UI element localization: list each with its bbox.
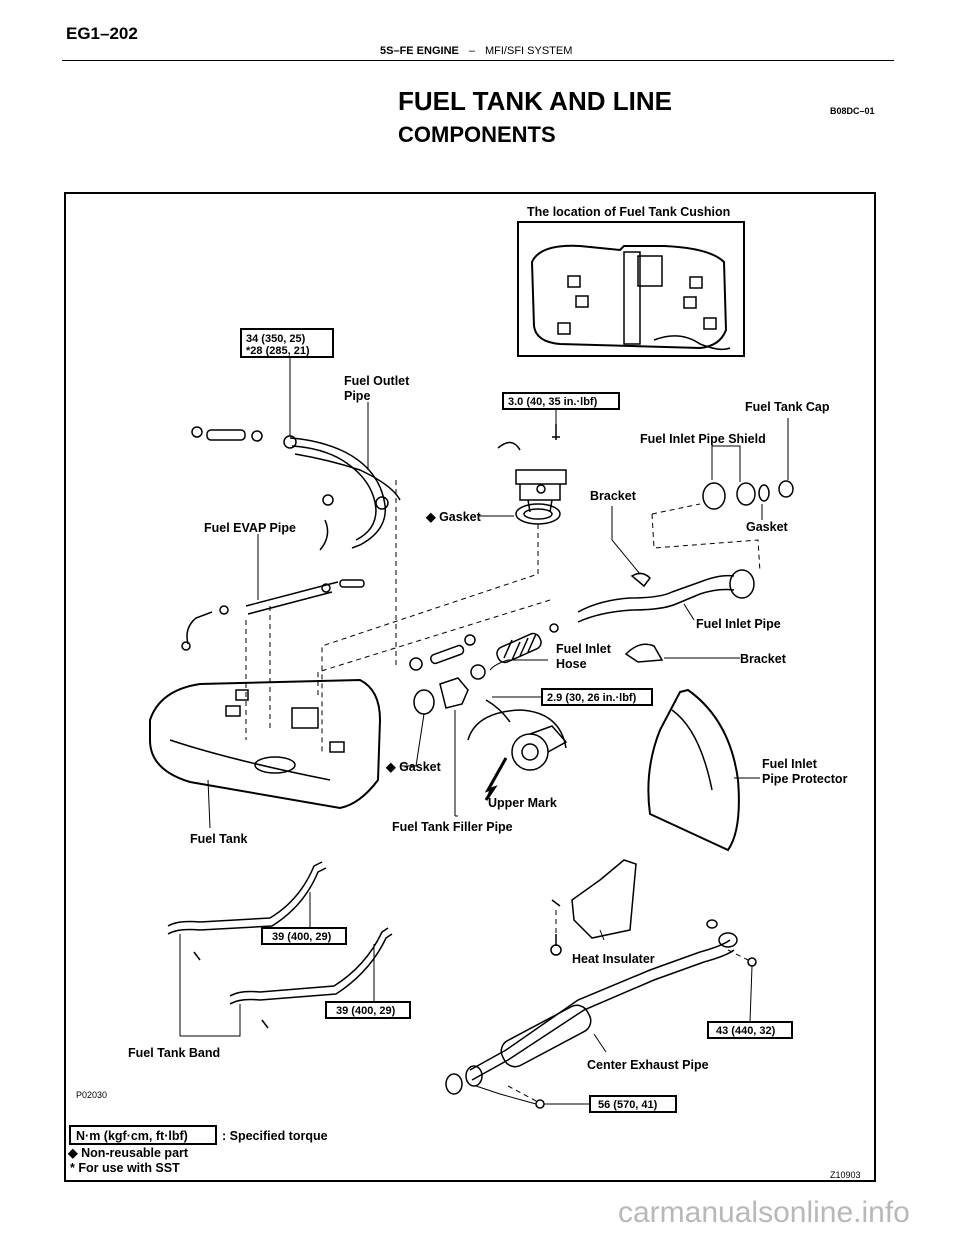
header-separator: – <box>468 45 475 57</box>
bracket-lower <box>624 643 664 663</box>
torque-outlet-1: 34 (350, 25) <box>246 333 306 345</box>
label-fuel-tank-filler-pipe: Fuel Tank Filler Pipe <box>392 820 513 834</box>
outlet-pipe-section <box>206 429 246 441</box>
torque-box-outlet <box>240 328 334 358</box>
torque-exhaust-bottom: 56 (570, 41) <box>598 1099 658 1111</box>
header-rule <box>62 60 894 61</box>
label-fuel-evap-pipe: Fuel EVAP Pipe <box>204 521 296 535</box>
label-fuel-inlet-pipe-shield: Fuel Inlet Pipe Shield <box>640 432 766 446</box>
fuel-inlet-pipe-protector <box>647 688 740 852</box>
label-fuel-inlet-hose-2: Hose <box>556 657 587 671</box>
figure-code: P02030 <box>76 1090 107 1100</box>
torque-band-upper: 39 (400, 29) <box>272 931 332 943</box>
fuel-inlet-hose <box>496 632 542 664</box>
legend-sst: * For use with SST <box>70 1161 180 1175</box>
upper-mark-arrow <box>484 757 508 801</box>
fuel-tank-body <box>149 678 382 810</box>
cushion-4 <box>689 276 703 289</box>
legend-unit-description: : Specified torque <box>222 1129 328 1143</box>
label-fuel-inlet-pipe: Fuel Inlet Pipe <box>696 617 781 631</box>
fuel-tank-cap <box>778 480 794 498</box>
filler-detail-arc <box>467 709 567 749</box>
inset-tank-outline <box>530 244 728 350</box>
section-title: COMPONENTS <box>398 122 556 147</box>
label-upper-mark: Upper Mark <box>488 796 557 810</box>
cushion-5 <box>683 296 697 309</box>
fuel-evap-pipe <box>245 581 339 607</box>
label-gasket-lower: ◆ Gasket <box>385 760 442 774</box>
bracket-upper <box>630 572 651 588</box>
legend-nonreusable: ◆ Non-reusable part <box>67 1146 189 1160</box>
heat-insulater <box>571 859 637 939</box>
running-header: 5S–FE ENGINE–MFI/SFI SYSTEM <box>380 45 572 57</box>
pump-gasket <box>515 503 561 525</box>
label-fuel-tank-cap: Fuel Tank Cap <box>745 400 830 414</box>
torque-box-band-lower <box>325 1001 411 1019</box>
document-code: B08DC–01 <box>830 106 875 116</box>
engine-name: 5S–FE ENGINE <box>380 45 459 57</box>
torque-band-lower: 39 (400, 29) <box>336 1005 396 1017</box>
inset-title: The location of Fuel Tank Cushion <box>527 205 730 219</box>
label-gasket-upper: ◆ Gasket <box>425 510 482 524</box>
system-name: MFI/SFI SYSTEM <box>484 45 573 57</box>
label-bracket-upper: Bracket <box>590 489 637 503</box>
torque-exhaust-right: 43 (440, 32) <box>716 1025 776 1037</box>
torque-box-band-upper <box>261 927 347 945</box>
label-bracket-lower: Bracket <box>740 652 787 666</box>
diagram-frame <box>64 192 876 1182</box>
label-gasket-right: Gasket <box>746 520 789 534</box>
fuel-inlet-pipe <box>577 574 735 613</box>
torque-pump: 3.0 (40, 35 in.·lbf) <box>508 396 598 408</box>
label-fuel-tank: Fuel Tank <box>190 832 247 846</box>
cushion-2 <box>575 295 589 308</box>
fuel-tank-filler-pipe <box>439 677 469 709</box>
label-fuel-tank-band: Fuel Tank Band <box>128 1046 220 1060</box>
exhaust-muffler <box>500 1004 592 1068</box>
page-number: EG1–202 <box>66 24 138 43</box>
label-center-exhaust-pipe: Center Exhaust Pipe <box>587 1058 709 1072</box>
fuel-pump <box>515 469 567 485</box>
label-fuel-inlet-hose-1: Fuel Inlet <box>556 642 612 656</box>
label-fuel-inlet-pipe-protector-1: Fuel Inlet <box>762 757 818 771</box>
fuel-tank-band-lower <box>229 927 389 997</box>
label-heat-insulater: Heat Insulater <box>572 952 655 966</box>
legend-unit-text: N·m (kgf·cm, ft·lbf) <box>76 1129 188 1143</box>
cushion-1 <box>567 275 581 288</box>
cushion-3 <box>557 322 571 335</box>
inlet-pipe-shield <box>702 482 726 510</box>
torque-outlet-2: *28 (285, 21) <box>246 345 310 357</box>
page-title: FUEL TANK AND LINE <box>398 86 672 116</box>
watermark: carmanualsonline.info <box>618 1196 910 1229</box>
center-exhaust-pipe <box>469 939 731 1071</box>
inset-frame <box>517 221 745 357</box>
figure-reference: Z10903 <box>830 1170 861 1180</box>
fuel-outlet-pipe <box>289 437 387 549</box>
torque-box-pump <box>502 392 620 410</box>
label-fuel-inlet-pipe-protector-2: Pipe Protector <box>762 772 848 786</box>
cushion-6 <box>703 317 717 330</box>
fuel-tank-band-upper <box>167 861 323 927</box>
label-fuel-outlet-pipe-2: Pipe <box>344 389 370 403</box>
label-fuel-outlet-pipe-1: Fuel Outlet <box>344 374 410 388</box>
filler-gasket <box>413 689 435 715</box>
torque-inlet-hose: 2.9 (30, 26 in.·lbf) <box>547 692 637 704</box>
legend-unit-box <box>69 1125 217 1145</box>
cap-gasket <box>758 484 770 502</box>
